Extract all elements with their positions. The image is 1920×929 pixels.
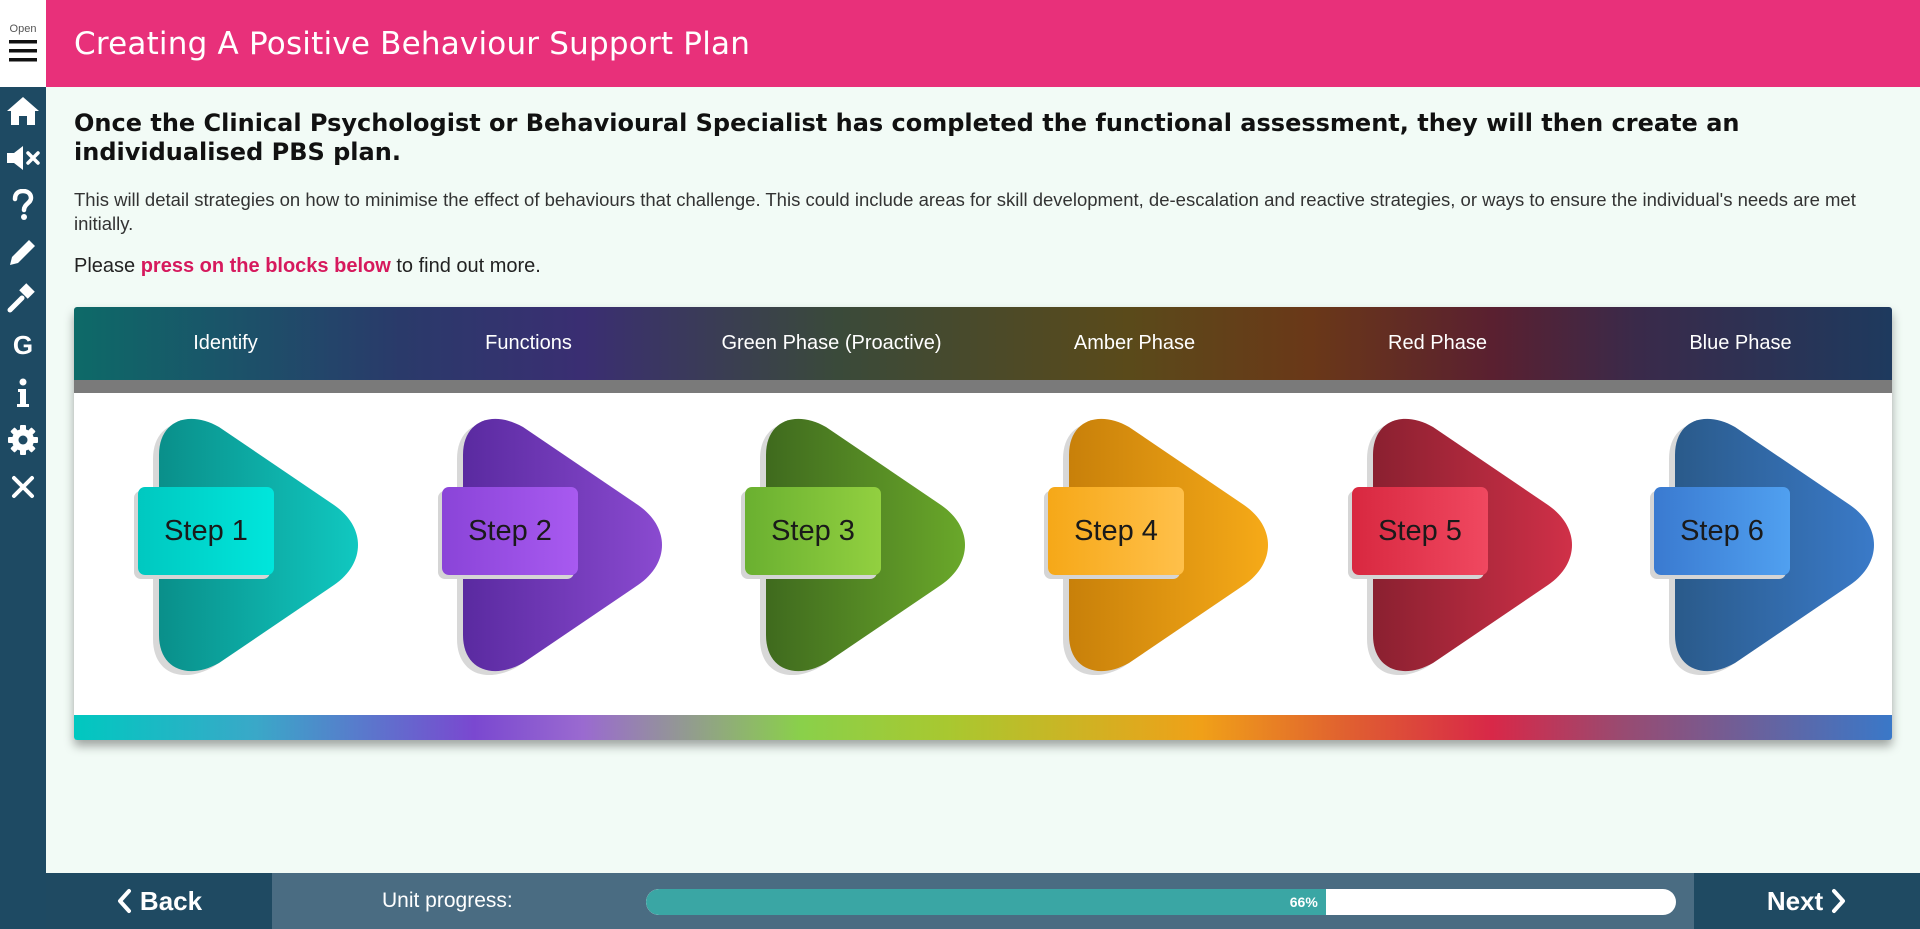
steps-panel: Identify Functions Green Phase (Proactiv… xyxy=(74,307,1892,740)
step-6-label: Step 6 xyxy=(1654,487,1790,575)
tab-green-phase[interactable]: Green Phase (Proactive) xyxy=(721,332,942,354)
info-button[interactable] xyxy=(0,369,46,416)
tab-amber-phase[interactable]: Amber Phase xyxy=(1073,332,1196,354)
exit-button[interactable] xyxy=(0,463,46,510)
step-1-label: Step 1 xyxy=(138,487,274,575)
page-title: Creating A Positive Behaviour Support Pl… xyxy=(74,25,751,62)
settings-button[interactable] xyxy=(0,416,46,463)
close-icon xyxy=(12,475,34,498)
description-text: This will detail strategies on how to mi… xyxy=(74,189,1856,234)
tab-blue-phase[interactable]: Blue Phase xyxy=(1689,332,1792,354)
step-1-block[interactable]: Step 1 xyxy=(104,415,364,675)
progress-fill: 66% xyxy=(646,889,1326,915)
home-button[interactable] xyxy=(0,87,46,134)
notes-button[interactable] xyxy=(0,228,46,275)
hamburger-icon xyxy=(9,40,37,62)
rainbow-strip xyxy=(74,715,1892,740)
settings-icon xyxy=(8,424,38,455)
instruction-highlight: press on the blocks below xyxy=(140,255,391,277)
main-content: Once the Clinical Psychologist or Behavi… xyxy=(74,87,1894,278)
header: Creating A Positive Behaviour Support Pl… xyxy=(46,0,1920,87)
progress-bar: 66% xyxy=(646,889,1676,915)
home-icon xyxy=(7,96,39,125)
tab-identify[interactable]: Identify xyxy=(193,332,258,354)
chevron-right-icon xyxy=(1832,889,1846,913)
instruction-suffix: to find out more. xyxy=(390,255,541,277)
info-icon xyxy=(17,378,29,407)
mute-icon xyxy=(7,145,40,170)
instruction-text: Please press on the blocks below to find… xyxy=(74,255,1894,278)
step-5-label: Step 5 xyxy=(1352,487,1488,575)
sidebar: Open G xyxy=(0,0,46,929)
mute-button[interactable] xyxy=(0,134,46,181)
footer-nav: Back Unit progress: 66% Next xyxy=(46,873,1920,929)
next-button[interactable]: Next xyxy=(1694,873,1920,929)
back-label: Back xyxy=(139,885,203,916)
phase-tab-bar: Identify Functions Green Phase (Proactiv… xyxy=(74,307,1892,380)
chevron-left-icon xyxy=(117,889,131,913)
step-4-label: Step 4 xyxy=(1048,487,1184,575)
step-6-block[interactable]: Step 6 xyxy=(1620,415,1880,675)
open-menu-button[interactable]: Open xyxy=(0,0,46,87)
pencil-icon xyxy=(10,236,38,265)
tab-red-phase[interactable]: Red Phase xyxy=(1388,332,1487,354)
assessment-button[interactable] xyxy=(0,275,46,322)
next-label: Next xyxy=(1766,885,1824,916)
progress-label: Unit progress: xyxy=(382,889,513,912)
instruction-prefix: Please xyxy=(74,255,141,277)
grey-divider xyxy=(74,380,1892,393)
step-3-label: Step 3 xyxy=(745,487,881,575)
lead-text: Once the Clinical Psychologist or Behavi… xyxy=(74,109,1740,166)
back-button[interactable]: Back xyxy=(46,873,272,929)
step-5-block[interactable]: Step 5 xyxy=(1318,415,1578,675)
step-2-block[interactable]: Step 2 xyxy=(408,415,668,675)
glossary-button[interactable]: G xyxy=(0,322,46,369)
glossary-icon: G xyxy=(12,330,34,360)
help-icon xyxy=(12,188,34,220)
gavel-icon xyxy=(7,282,35,312)
step-4-block[interactable]: Step 4 xyxy=(1014,415,1274,675)
help-button[interactable] xyxy=(0,181,46,228)
tab-functions[interactable]: Functions xyxy=(485,332,572,354)
step-2-label: Step 2 xyxy=(442,487,578,575)
open-label: Open xyxy=(9,23,37,35)
steps-row: Step 1 Step 2 Step 3 Step 4 Step 5 Step … xyxy=(74,393,1892,715)
step-3-block[interactable]: Step 3 xyxy=(711,415,971,675)
progress-percent: 66% xyxy=(1289,894,1318,910)
